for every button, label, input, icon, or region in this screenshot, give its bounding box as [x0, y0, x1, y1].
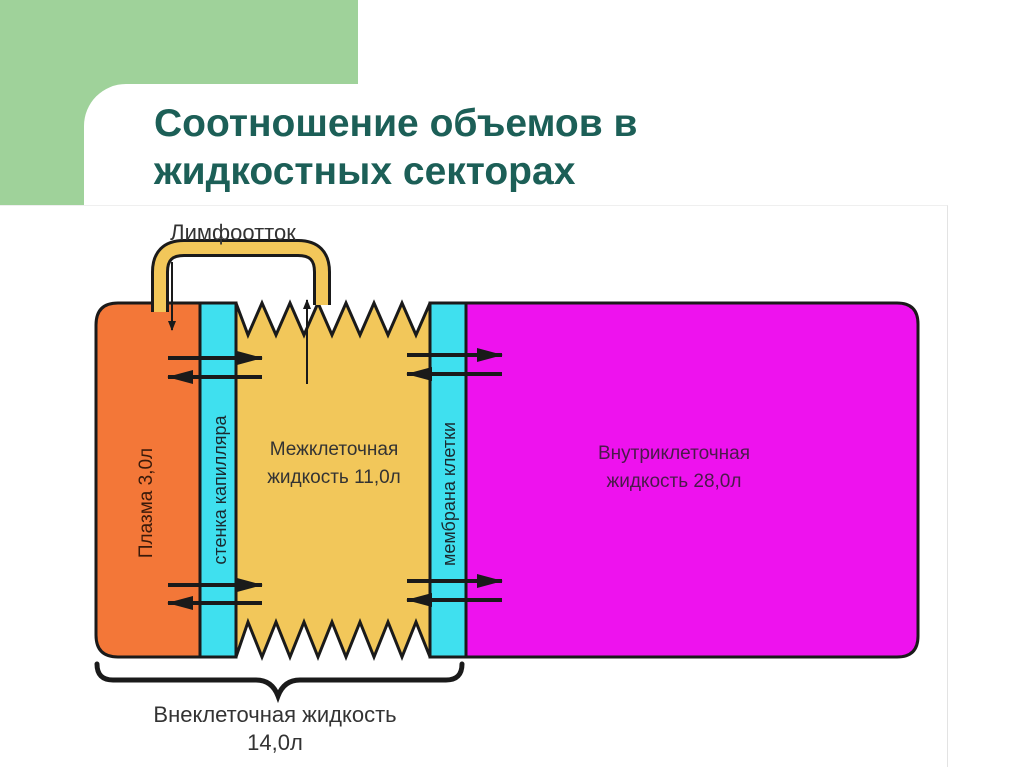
capillary-wall-label: стенка капилляра	[210, 414, 230, 564]
lymph-outflow-label: Лимфоотток	[170, 220, 296, 245]
plasma-compartment	[94, 301, 202, 659]
diagram-frame	[0, 205, 948, 767]
extracellular-label-line2: 14,0л	[247, 730, 303, 755]
interstitial-label-line2: жидкость 11,0л	[267, 467, 401, 488]
title-card	[84, 84, 1024, 244]
slide-title: Соотношение объемов в жидкостных сектора…	[154, 100, 638, 196]
intracellular-label-line1: Внутриклеточная	[598, 443, 750, 464]
extracellular-brace	[94, 661, 465, 704]
intracellular-label-line2: жидкость 28,0л	[607, 471, 742, 492]
slide-title-line2: жидкостных секторах	[154, 150, 576, 193]
slide-title-line1: Соотношение объемов в	[154, 102, 638, 145]
capillary-wall-strip	[198, 301, 238, 659]
cell-membrane-label: мембрана клетки	[439, 422, 459, 566]
interstitial-label-line1: Межклеточная	[270, 439, 399, 460]
intracellular-compartment	[464, 301, 920, 659]
plasma-label: Плазма 3,0л	[136, 448, 157, 558]
extracellular-label-line1: Внеклеточная жидкость	[153, 702, 396, 727]
